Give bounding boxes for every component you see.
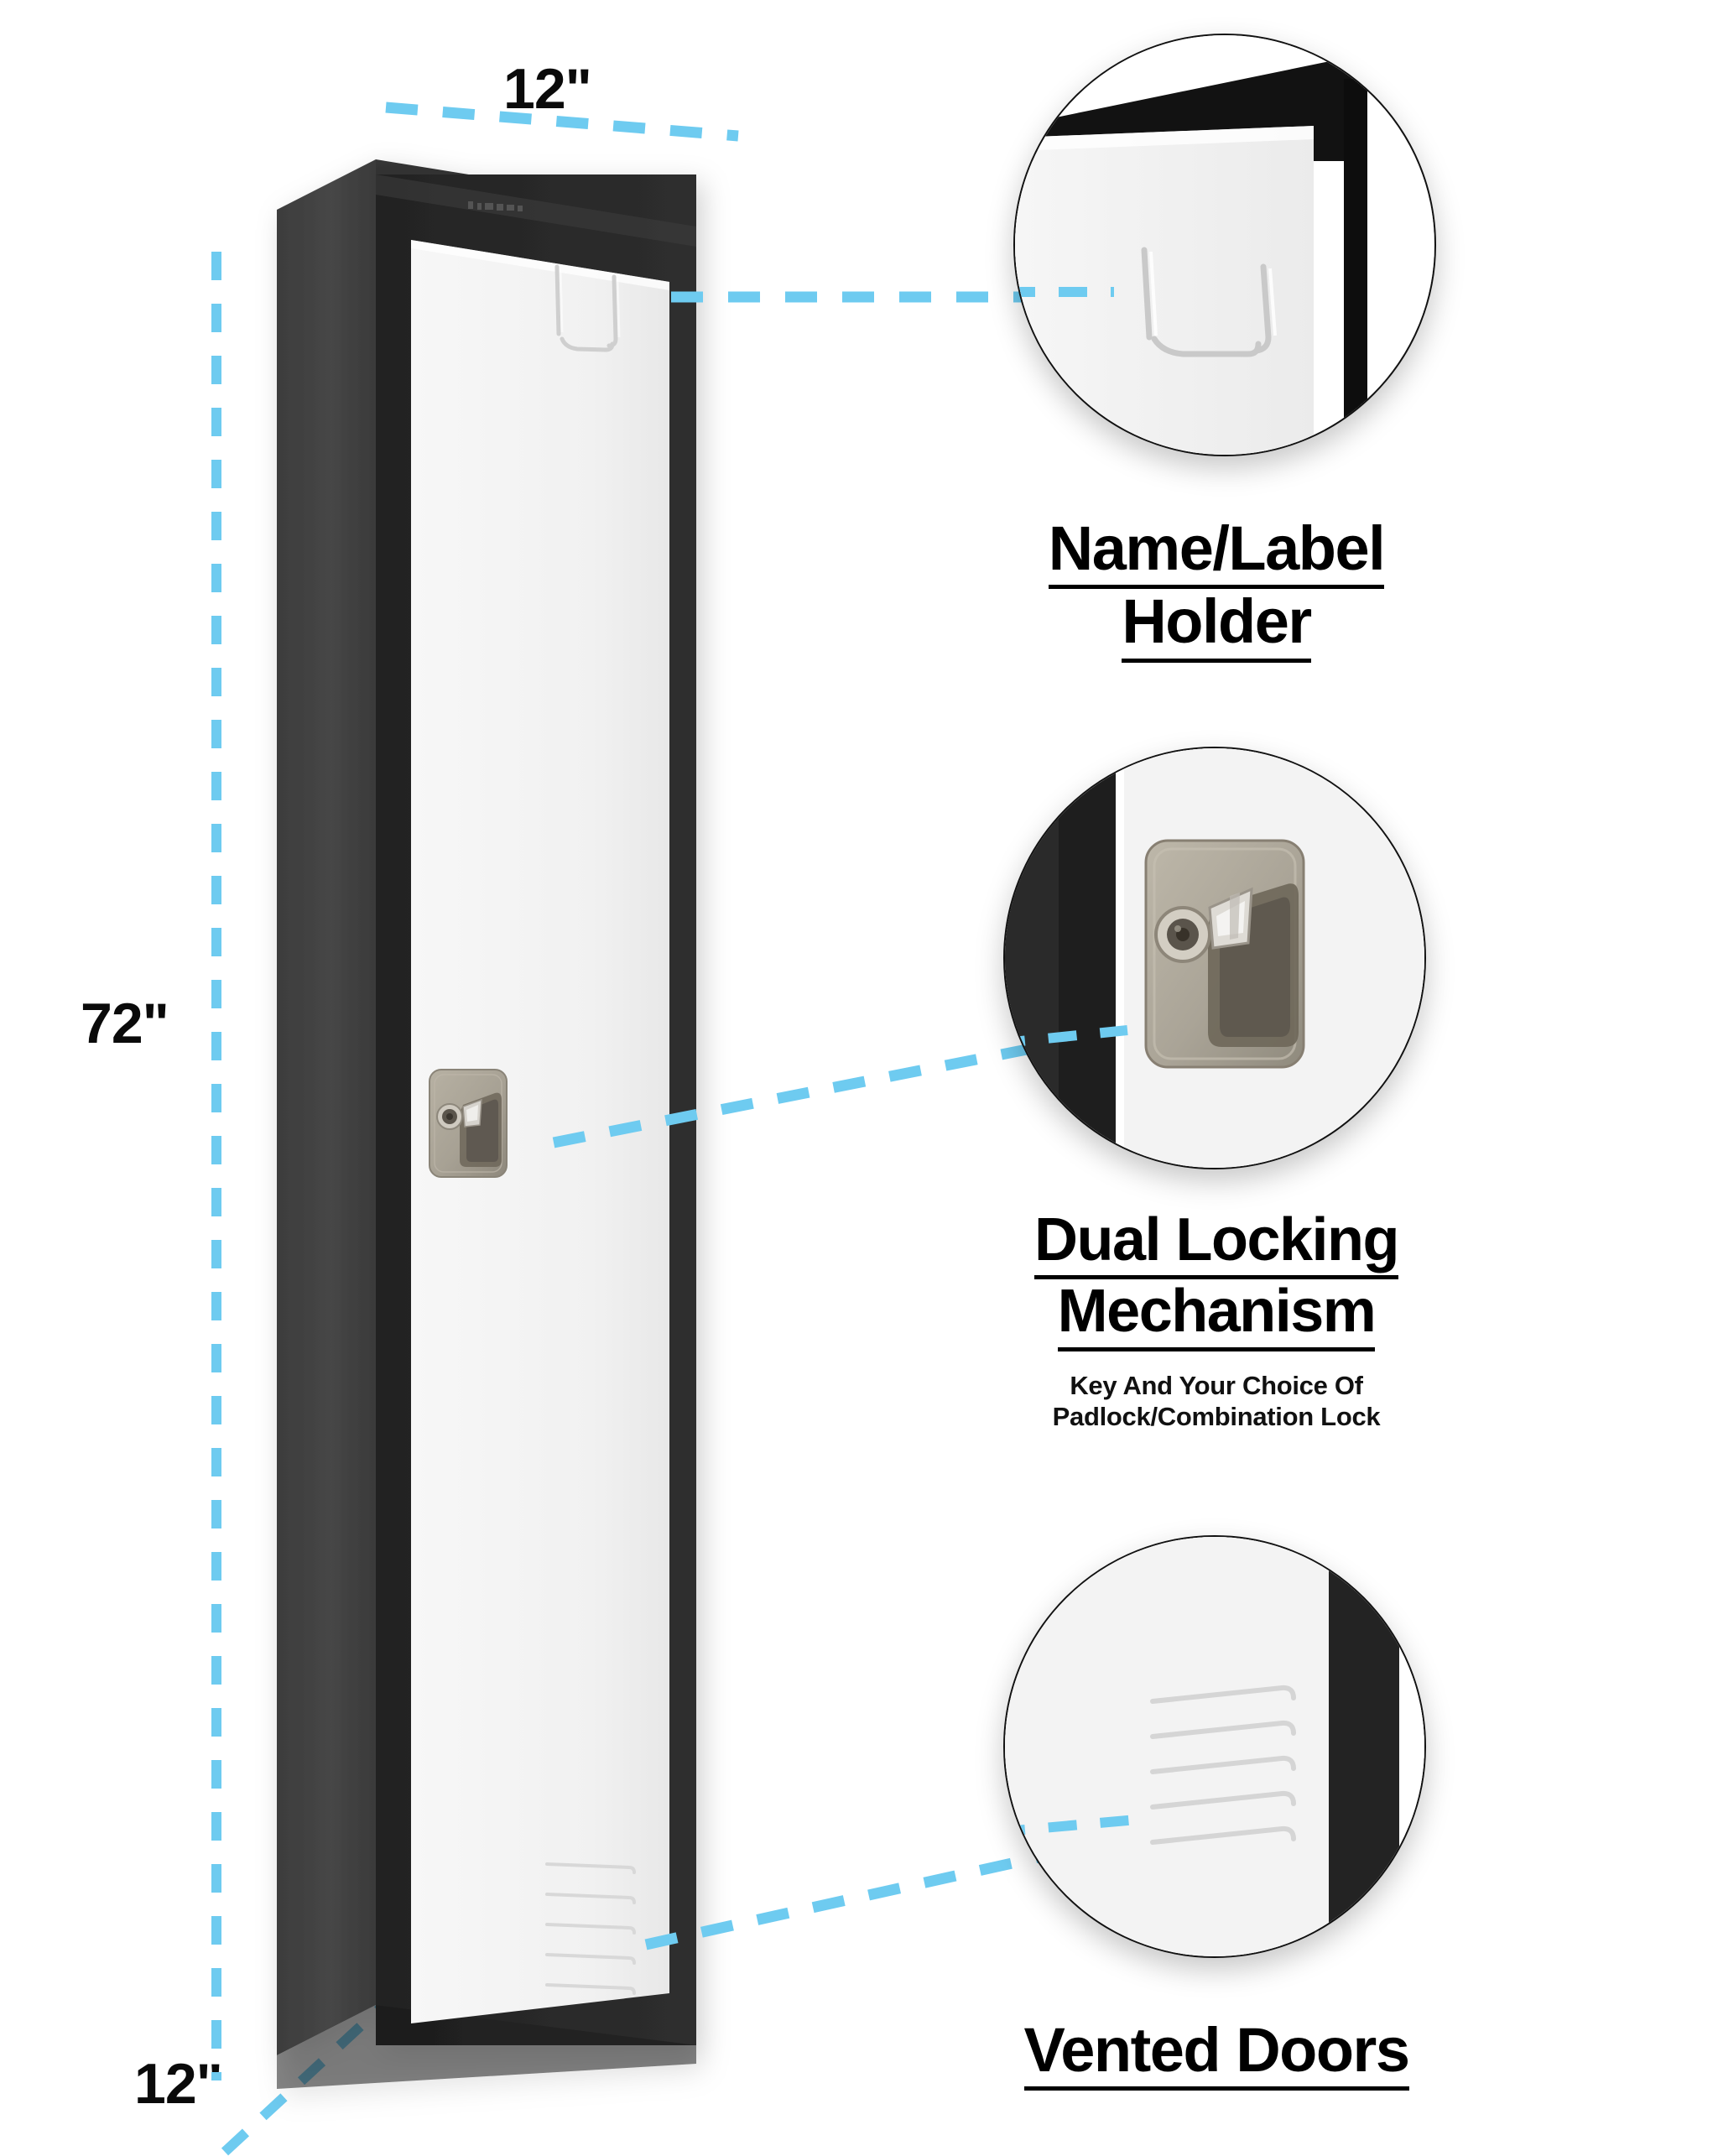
lock-latch-detail-icon: [1144, 839, 1305, 1069]
feature-text-vented-doors: Vented Doors: [914, 2017, 1518, 2091]
feature-headline-line-1: Name/Label: [1048, 515, 1386, 590]
callout-connector-lock: [552, 1023, 1067, 1158]
dimension-guide-width: [385, 101, 739, 151]
feature-subtitle-line-1: Key And Your Choice Of: [1070, 1370, 1363, 1400]
lock-latch-icon: [429, 1069, 508, 1178]
feature-headline-line-2: Holder: [1122, 589, 1312, 663]
callout-connector-vents: [644, 1837, 1101, 1963]
detail-circle-label-holder: [1013, 34, 1436, 456]
callout-connector-label-holder: [671, 277, 1032, 310]
detail-circle-lock: [1003, 747, 1426, 1169]
detail-circle-vents: [1003, 1535, 1426, 1958]
feature-subtitle-dual-locking: Key And Your Choice Of Padlock/Combinati…: [906, 1370, 1527, 1434]
label-holder-emboss-icon: [1141, 247, 1272, 357]
feature-headline-label-holder: Name/Label Holder: [923, 515, 1510, 663]
feature-subtitle-line-2: Padlock/Combination Lock: [1052, 1402, 1381, 1432]
feature-text-label-holder: Name/Label Holder: [923, 515, 1510, 663]
vent-louvers-detail-icon: [1150, 1685, 1296, 1845]
feature-headline-line-1: Vented Doors: [1023, 2017, 1410, 2091]
vent-louvers-icon: [545, 1862, 636, 1995]
feature-headline-line-2: Mechanism: [1057, 1279, 1377, 1351]
dimension-label-depth: 12": [134, 2052, 223, 2116]
dimension-label-height: 72": [81, 992, 169, 1055]
label-holder-icon: [554, 264, 618, 352]
feature-headline-line-1: Dual Locking: [1033, 1208, 1400, 1280]
feature-headline-vented-doors: Vented Doors: [914, 2017, 1518, 2091]
feature-headline-dual-locking: Dual Locking Mechanism: [906, 1208, 1527, 1351]
dimension-label-width: 12": [503, 57, 592, 121]
locker-illustration: [277, 159, 747, 2114]
brand-mark-icon: [468, 201, 523, 211]
dimension-guide-height: [208, 252, 233, 2080]
feature-text-dual-locking: Dual Locking Mechanism Key And Your Choi…: [906, 1208, 1527, 1433]
